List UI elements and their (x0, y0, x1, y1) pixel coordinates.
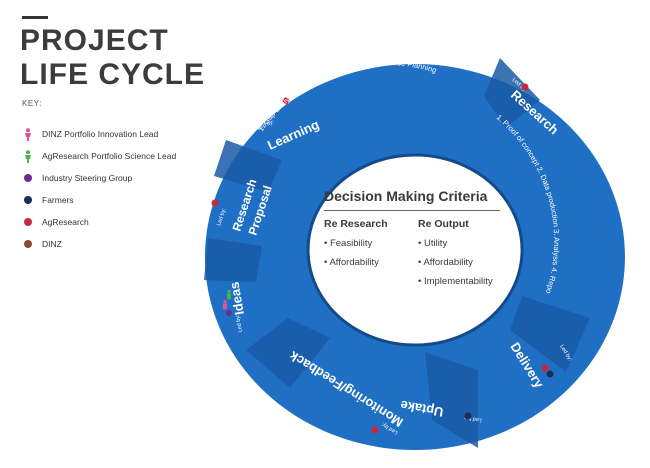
key-legend: DINZ Portfolio Innovation Lead AgResearc… (20, 123, 176, 255)
ring-inner-shadow (306, 153, 524, 347)
criteria-item: Utility (418, 238, 493, 257)
key-item-industry-steering: Industry Steering Group (20, 167, 176, 189)
key-item-label: AgResearch (42, 217, 89, 227)
stage-ideas-label: Ideas (226, 281, 247, 316)
industry-steering-dot-icon (226, 310, 232, 316)
agresearch-dot-icon (282, 97, 290, 105)
key-item-label: DINZ Portfolio Innovation Lead (42, 129, 159, 139)
key-item-label: Industry Steering Group (42, 173, 133, 183)
led-by-label: Led by: (216, 207, 227, 226)
key-item-dinz-portfolio: DINZ Portfolio Innovation Lead (20, 123, 176, 145)
key-item-dinz: DINZ (20, 233, 176, 255)
led-by-label: Led by: (235, 313, 244, 332)
criteria-research-heading: Re Research (324, 218, 388, 230)
green-person-icon (227, 289, 231, 300)
key-item-farmers: Farmers (20, 189, 176, 211)
key-item-agresearch-portfolio: AgResearch Portfolio Science Lead (20, 145, 176, 167)
page-title: PROJECT LIFE CYCLE (20, 24, 205, 92)
pink-person-icon (20, 127, 36, 141)
title-line-2: LIFE CYCLE (20, 58, 206, 91)
farmers-dot-icon (464, 412, 472, 420)
agresearch-dot-icon (541, 364, 549, 372)
criteria-research-column: Re Research Feasibility Affordability (324, 218, 388, 276)
navy-dot-icon (24, 196, 32, 204)
stage-uptake-label: Uptake (399, 398, 444, 420)
segment-divider-monitoring (246, 318, 330, 388)
criteria-divider (324, 210, 500, 211)
criteria-item: Implementability (418, 276, 493, 295)
agresearch-dot-icon (521, 83, 529, 91)
key-label: KEY: (22, 99, 42, 108)
key-item-agresearch: AgResearch (20, 211, 176, 233)
criteria-item: Affordability (324, 257, 388, 276)
key-item-label: Farmers (42, 195, 74, 205)
led-by-label: Led by: (463, 414, 482, 423)
green-person-icon (20, 149, 36, 163)
criteria-output-heading: Re Output (418, 218, 469, 230)
pink-person-icon (223, 299, 227, 310)
criteria-title: Decision Making Criteria (324, 188, 488, 204)
criteria-item: Feasibility (324, 238, 388, 257)
segment-divider-research (484, 58, 540, 128)
agresearch-dot-icon (211, 199, 219, 207)
segment-divider-proposal (214, 140, 282, 192)
agresearch-dot-icon (371, 426, 379, 434)
farmers-dot-icon (546, 370, 554, 378)
title-accent-bar (22, 16, 48, 19)
key-item-label: DINZ (42, 239, 62, 249)
criteria-item: Affordability (418, 257, 493, 276)
purple-dot-icon (24, 174, 32, 182)
red-dot-icon (24, 218, 32, 226)
title-line-1: PROJECT (20, 24, 169, 57)
center-disc (310, 157, 520, 343)
key-item-label: AgResearch Portfolio Science Lead (42, 151, 177, 161)
criteria-output-column: Re Output Utility Affordability Implemen… (418, 218, 493, 295)
segment-divider-uptake (425, 352, 478, 448)
brown-dot-icon (24, 240, 32, 248)
segment-divider-delivery (510, 296, 590, 372)
segment-divider-ideas (204, 238, 262, 282)
